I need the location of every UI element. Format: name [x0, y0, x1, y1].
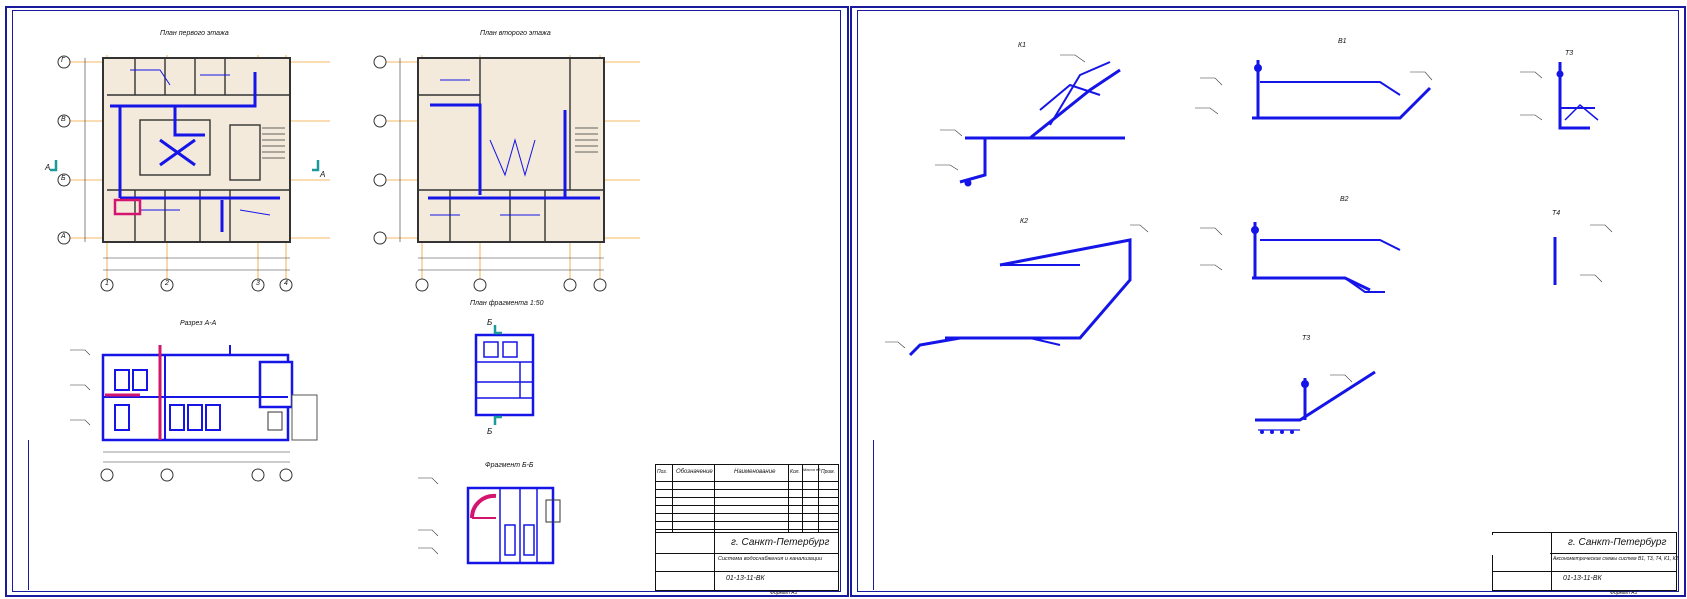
- title-block-1-name: Система водоснабжения и канализации: [718, 556, 823, 562]
- spec-header-name: Наименование: [734, 469, 776, 475]
- sheet-2-side-stamp: [857, 440, 874, 590]
- enlarged-title: План фрагмента 1:50: [470, 300, 544, 307]
- section-a-a: [70, 345, 318, 482]
- section-mark-b-bottom: Б: [487, 427, 493, 436]
- section-mark-b-top: Б: [487, 318, 493, 327]
- scheme-b1: [1195, 60, 1433, 120]
- sheet-1-format: Формат А1: [770, 590, 798, 596]
- spec-header-designation: Обозначение: [676, 469, 713, 475]
- title-block-2-ext: [1492, 535, 1550, 555]
- spec-header-qty: Кол.: [790, 469, 800, 475]
- scheme-label-t4: Т4: [1552, 210, 1561, 217]
- axis-label: А: [61, 233, 66, 240]
- title-block-1-city: г. Санкт-Петербург: [731, 537, 830, 548]
- scheme-t4: [1553, 224, 1613, 285]
- scheme-label-b2: В2: [1340, 196, 1349, 203]
- scheme-label-k2: К2: [1020, 218, 1029, 225]
- fragment-title: Фрагмент Б-Б: [485, 462, 534, 469]
- sheet-1-inner-frame: [12, 10, 841, 592]
- drawing-sheet-2: [850, 6, 1686, 597]
- fragment-plan: [474, 325, 535, 425]
- scheme-t3: [1520, 62, 1599, 130]
- spec-header-mass: Масса ед.: [803, 467, 822, 472]
- axis-label: 3: [256, 280, 260, 287]
- axis-label: 1: [105, 280, 109, 287]
- title-block-2-code: 01-13-11-ВК: [1563, 575, 1602, 582]
- plan-first-floor: [50, 55, 330, 292]
- axis-label: Г: [61, 57, 65, 64]
- scheme-label-b1: В1: [1338, 38, 1347, 45]
- axis-label: 4: [284, 280, 288, 287]
- scheme-t3-bottom: [1255, 370, 1376, 434]
- scheme-k2: [885, 224, 1149, 357]
- title-block-1: г. Санкт-Петербург Система водоснабжения…: [655, 532, 839, 591]
- axis-label: Б: [61, 175, 66, 182]
- axis-label: В: [61, 116, 66, 123]
- sheet-2-format: Формат А1: [1610, 590, 1638, 596]
- section-mark-a-left: А: [45, 163, 51, 172]
- plan-second-floor: [373, 55, 640, 292]
- plan2-title: План второго этажа: [480, 30, 551, 37]
- spec-header-note: Прим.: [821, 469, 836, 475]
- title-block-2-city: г. Санкт-Петербург: [1568, 537, 1667, 548]
- sheet-2-inner-frame: [857, 10, 1679, 592]
- scheme-label-k1: К1: [1018, 42, 1027, 49]
- scheme-k1: [935, 54, 1125, 187]
- title-block-1-code: 01-13-11-ВК: [726, 575, 765, 582]
- fragment-b-b: [418, 477, 561, 565]
- plan1-title: План первого этажа: [160, 30, 229, 37]
- spec-header-pos: Поз.: [657, 469, 668, 475]
- axis-label: 2: [165, 280, 169, 287]
- scheme-label-t3: Т3: [1565, 50, 1574, 57]
- section-mark-a-right: А: [320, 170, 326, 179]
- scheme-label-t3-bottom: Т3: [1302, 335, 1311, 342]
- title-block-2-name: Аксонометрические схемы систем В1, Т3, Т…: [1553, 556, 1679, 562]
- sheet-1-side-stamp: [12, 440, 29, 590]
- scheme-b2: [1200, 222, 1401, 293]
- section-title: Разрез А-А: [180, 320, 217, 327]
